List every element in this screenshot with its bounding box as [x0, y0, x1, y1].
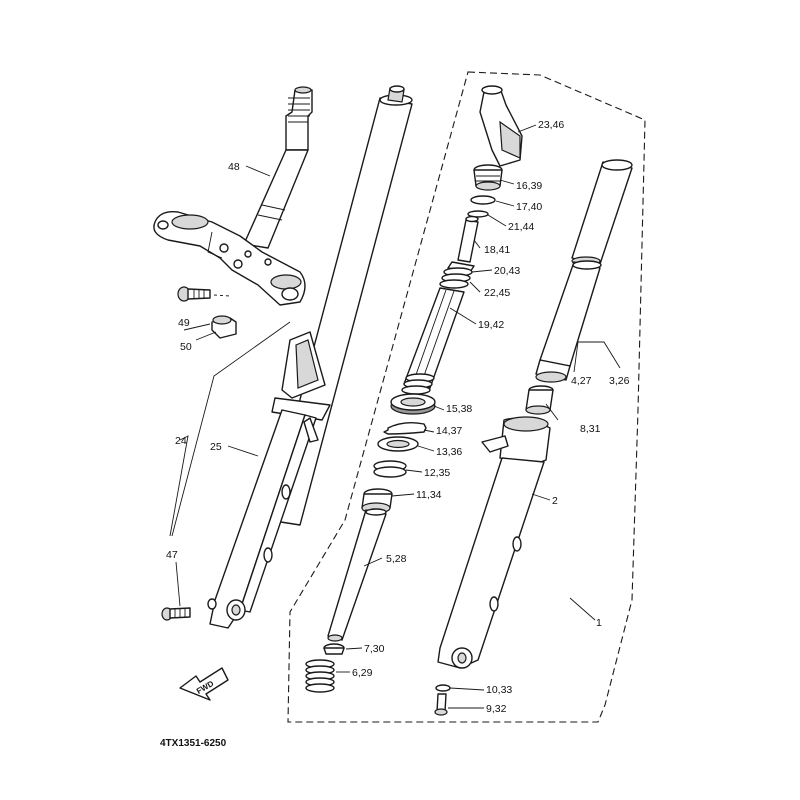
fork-cap [479, 85, 523, 167]
label-18-41: 18,41 [484, 244, 510, 256]
label-11-34: 11,34 [416, 489, 442, 501]
damper-rod-assembly [401, 215, 479, 395]
label-13-36: 13,36 [436, 446, 462, 458]
fwd-arrow-icon: FWD [179, 667, 229, 701]
label-22-45: 22,45 [484, 287, 510, 299]
label-49: 49 [178, 317, 190, 329]
label-24: 24 [175, 435, 187, 447]
label-25: 25 [210, 441, 222, 453]
outer-tube-left [207, 331, 331, 629]
label-17-40: 17,40 [516, 201, 542, 213]
bushing-8-31 [525, 385, 554, 415]
label-6-29: 6,29 [352, 667, 373, 679]
label-1: 1 [596, 617, 602, 629]
label-21-44: 21,44 [508, 221, 534, 233]
label-12-35: 12,35 [424, 467, 450, 479]
gasket [435, 684, 451, 692]
circlip [383, 421, 427, 435]
label-15-38: 15,38 [446, 403, 472, 415]
bushing-12-35 [373, 460, 407, 478]
label-5-28: 5,28 [386, 553, 407, 565]
label-50: 50 [180, 341, 192, 353]
fork-tube-lower [535, 260, 602, 383]
assembly-boundary [287, 71, 646, 723]
label-47: 47 [166, 549, 178, 561]
bolt-49 [177, 286, 231, 302]
leader-lines [169, 124, 621, 709]
washer [377, 436, 419, 452]
outer-tube-right [437, 416, 551, 669]
label-7-30: 7,30 [364, 643, 385, 655]
diagram-code: 4TX1351-6250 [160, 738, 227, 749]
nut-50 [211, 315, 237, 339]
bolt-47 [161, 607, 191, 621]
label-9-32: 9,32 [486, 703, 507, 715]
label-16-39: 16,39 [516, 180, 542, 192]
label-4-27: 4,27 [571, 375, 592, 387]
o-ring-17-40 [470, 195, 496, 205]
part-labels: 23,46 16,39 17,40 21,44 18,41 20,43 22,4… [160, 119, 630, 749]
fork-tube-upper [571, 159, 633, 266]
inner-tube-right [327, 508, 387, 642]
label-19-42: 19,42 [478, 319, 504, 331]
steering-stem [153, 86, 313, 306]
o-ring-21-44 [467, 210, 489, 218]
cap-bolt [473, 164, 503, 191]
label-23-46: 23,46 [538, 119, 564, 131]
label-2: 2 [552, 495, 558, 507]
label-3-26: 3,26 [609, 375, 630, 387]
label-8-31: 8,31 [580, 423, 601, 435]
drain-bolt [434, 693, 448, 716]
label-20-43: 20,43 [494, 265, 520, 277]
rebound-spring [305, 659, 335, 693]
spring-seat [323, 643, 345, 655]
oil-seal [390, 393, 436, 415]
label-10-33: 10,33 [486, 684, 512, 696]
label-48: 48 [228, 161, 240, 173]
label-14-37: 14,37 [436, 425, 462, 437]
